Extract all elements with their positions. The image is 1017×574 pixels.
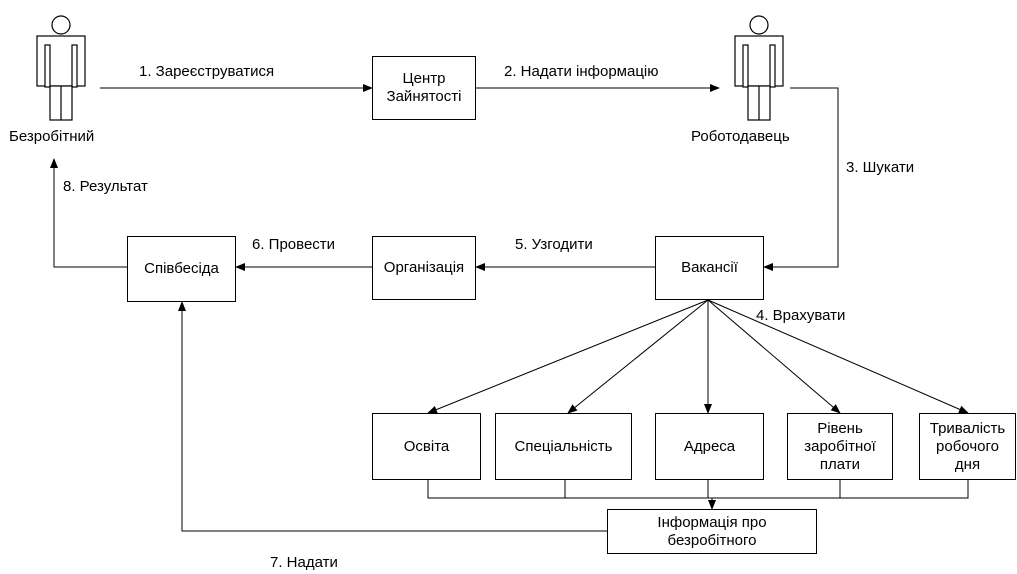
interview-label: Співбесіда: [144, 260, 219, 277]
specialty-label: Спеціальність: [514, 437, 613, 455]
edge-consider-education: [427, 299, 709, 414]
workday-duration-box: Тривалість робочого дня: [919, 413, 1016, 480]
edge-consider-salary: [707, 299, 841, 414]
unemployed-actor-figure: [36, 15, 86, 121]
edge-provide-label: 7. Надати: [270, 554, 338, 571]
edge-result: [50, 158, 127, 268]
employer-actor-figure: [734, 15, 784, 121]
edge-agree-label: 5. Узгодити: [515, 236, 593, 253]
edge-consider-specialty: [567, 299, 709, 414]
edge-search-label: 3. Шукати: [846, 159, 915, 176]
address-box: Адреса: [655, 413, 764, 480]
edge-result-label: 8. Результат: [63, 178, 148, 195]
vacancies-box: Вакансії: [655, 236, 764, 300]
education-label: Освіта: [403, 437, 450, 455]
unemployed-info-box: Інформація про безробітного: [607, 509, 817, 554]
edge-register-label: 1. Зареєструватися: [139, 63, 275, 80]
organization-box: Організація: [372, 236, 476, 300]
employer-actor-label: Роботодавець: [691, 128, 790, 145]
interview-box: Співбесіда: [127, 236, 236, 302]
edge-provide-info-label: 2. Надати інформацію: [504, 63, 659, 80]
edge-consider-label: 4. Врахувати: [756, 307, 846, 324]
specialty-box: Спеціальність: [495, 413, 632, 480]
organization-label: Організація: [383, 259, 465, 276]
vacancies-label: Вакансії: [681, 259, 738, 276]
salary-level-box: Рівень заробітної плати: [787, 413, 893, 480]
unemployed-info-label: Інформація про безробітного: [657, 513, 767, 549]
edge-provide: [178, 301, 607, 532]
edge-conduct-label: 6. Провести: [252, 236, 336, 253]
address-label: Адреса: [683, 437, 736, 455]
workday-duration-label: Тривалість робочого дня: [929, 419, 1006, 473]
education-box: Освіта: [372, 413, 481, 480]
edge-consider-duration: [707, 299, 969, 414]
salary-level-label: Рівень заробітної плати: [804, 419, 876, 473]
employment-center-box: Центр Зайнятості: [372, 56, 476, 120]
employment-center-label: Центр Зайнятості: [386, 70, 462, 105]
criteria-collector-line: [427, 480, 969, 499]
unemployed-actor-label: Безробітний: [9, 128, 95, 145]
edge-search: [763, 87, 839, 271]
